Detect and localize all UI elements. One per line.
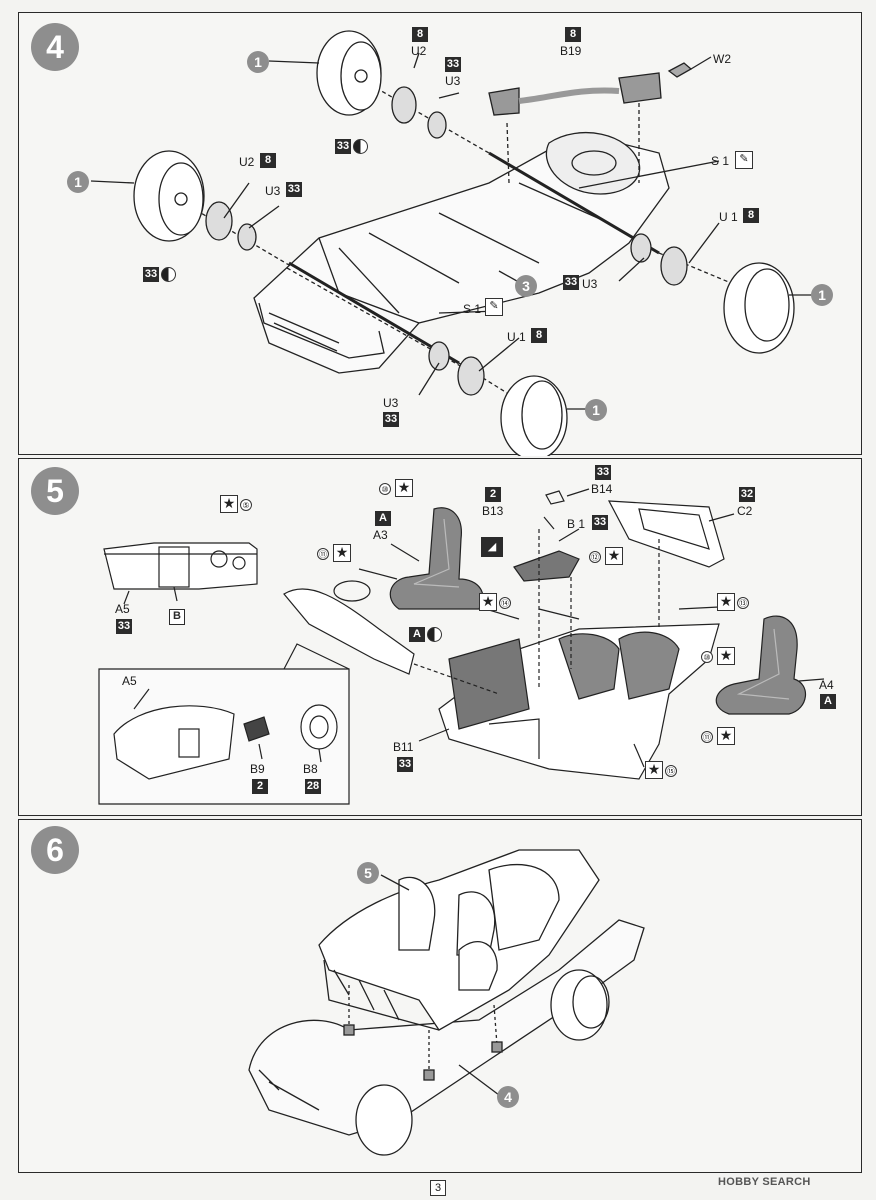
color-code: 33: [445, 57, 461, 72]
part-label: B14: [591, 482, 613, 496]
decal-star-icon: ★: [395, 479, 413, 497]
cement-tool-icon: ✎: [735, 151, 753, 169]
decal-number: ⑪: [701, 731, 713, 743]
part-label: B11: [393, 740, 414, 754]
part-label: S 1: [711, 154, 730, 168]
mix-color-icon: [427, 627, 442, 642]
callout-wheel: 1: [811, 284, 833, 306]
decal-number: ⑩: [701, 651, 713, 663]
color-code: 32: [739, 487, 755, 502]
part-label: B9: [250, 762, 265, 776]
part-label: U3: [383, 396, 399, 410]
part-label: U3: [445, 74, 461, 88]
part-label: S 1: [463, 302, 482, 316]
part-label: U2: [411, 44, 427, 58]
interior-illustration: [98, 488, 825, 805]
color-code: 33: [397, 757, 413, 772]
color-code: 8: [260, 153, 276, 168]
part-label: C2: [737, 504, 753, 518]
decal-number: ⑩: [379, 483, 391, 495]
step-6-panel: 6 5 4: [18, 819, 862, 1173]
part-label: W2: [713, 52, 731, 66]
decal-number: ⑤: [240, 499, 252, 511]
color-code: 33: [116, 619, 132, 634]
callout-wheel: 1: [67, 171, 89, 193]
decal-star-icon: ★: [645, 761, 663, 779]
decal-star-icon: ★: [717, 647, 735, 665]
step-5-panel: 5: [18, 458, 862, 816]
step-4-panel: 4: [18, 12, 862, 456]
part-label: U2: [239, 155, 255, 169]
watermark: HOBBY SEARCH: [718, 1176, 811, 1188]
color-code: 33: [592, 515, 608, 530]
step-number: 6: [31, 826, 79, 874]
color-code: 33: [143, 267, 159, 282]
callout-wheel: 1: [585, 399, 607, 421]
step-number: 4: [31, 23, 79, 71]
part-label: B19: [560, 44, 582, 58]
decal-number: ⑬: [737, 597, 749, 609]
color-code: 33: [595, 465, 611, 480]
runner-letter: A: [820, 694, 836, 709]
decal-star-icon: ★: [220, 495, 238, 513]
color-code: 8: [531, 328, 547, 343]
mix-color-icon: [353, 139, 368, 154]
color-code: 8: [565, 27, 581, 42]
color-code: 28: [305, 779, 321, 794]
color-code: 33: [286, 182, 302, 197]
callout-wheel: 1: [247, 51, 269, 73]
decal-star-icon: ★: [717, 593, 735, 611]
step-number: 5: [31, 467, 79, 515]
color-code: 8: [743, 208, 759, 223]
decal-number: ⑪: [317, 548, 329, 560]
part-label: A5: [122, 674, 137, 688]
color-code: 33: [563, 275, 579, 290]
part-label: B 1: [567, 517, 586, 531]
runner-letter: A: [375, 511, 391, 526]
runner-letter: B: [169, 609, 185, 625]
part-label: U 1: [719, 210, 738, 224]
cement-tool-icon: ✎: [485, 298, 503, 316]
texture-marker-icon: ◢: [481, 537, 503, 557]
part-label: U3: [582, 277, 598, 291]
callout-chassis: 4: [497, 1086, 519, 1108]
mix-color-icon: [161, 267, 176, 282]
callout-chassis: 3: [515, 275, 537, 297]
color-code: 8: [412, 27, 428, 42]
part-label: U 1: [507, 330, 526, 344]
callout-interior: 5: [357, 862, 379, 884]
part-label: B13: [482, 504, 504, 518]
color-code: 33: [335, 139, 351, 154]
color-code: 2: [252, 779, 268, 794]
color-code: 33: [383, 412, 399, 427]
decal-number: ⑫: [589, 551, 601, 563]
decal-number: ⑮: [665, 765, 677, 777]
part-label: A5: [115, 602, 130, 616]
part-label: U3: [265, 184, 281, 198]
decal-number: ⑭: [499, 597, 511, 609]
decal-star-icon: ★: [479, 593, 497, 611]
page-number: 3: [430, 1180, 446, 1196]
runner-letter: A: [409, 627, 425, 642]
part-label: B8: [303, 762, 318, 776]
body-assembly-illustration: [248, 849, 645, 1156]
part-label: A3: [373, 528, 388, 542]
decal-star-icon: ★: [717, 727, 735, 745]
color-code: 2: [485, 487, 501, 502]
part-label: A4: [819, 678, 834, 692]
decal-star-icon: ★: [333, 544, 351, 562]
chassis-wheels-illustration: [90, 30, 814, 456]
decal-star-icon: ★: [605, 547, 623, 565]
